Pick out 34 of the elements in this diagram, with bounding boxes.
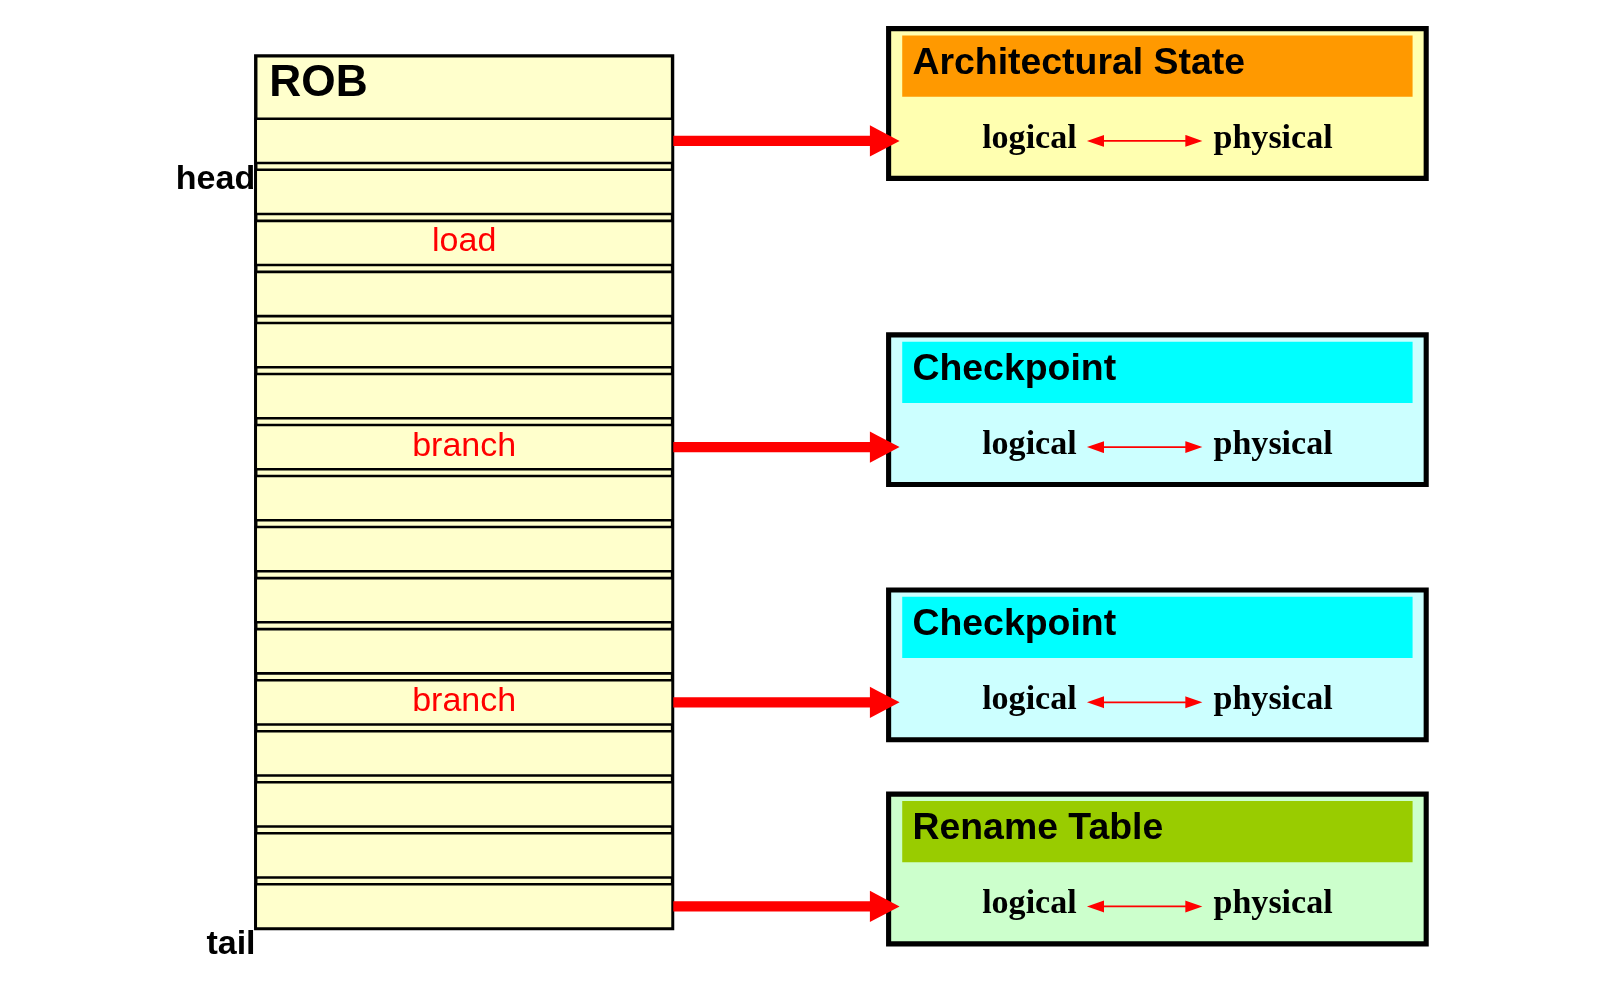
arrow: [672, 431, 900, 463]
node-box: [254, 781, 674, 828]
node-label: head: [175, 157, 255, 196]
node-box: [254, 576, 674, 624]
node-box: [254, 832, 674, 879]
node-text: logical: [981, 679, 1077, 717]
arrow: [672, 125, 900, 157]
arrow: [1086, 696, 1202, 709]
node-box: load: [254, 219, 674, 267]
node-text: physical: [1213, 679, 1333, 717]
node-box: [254, 525, 674, 573]
node-box: [254, 372, 674, 420]
arrow: [1086, 134, 1202, 147]
arrow: [1086, 900, 1202, 913]
node-text: logical: [981, 423, 1077, 461]
node-text: logical: [981, 883, 1077, 921]
node-text: physical: [1213, 117, 1333, 155]
arrow: [672, 686, 900, 718]
node-box: branch: [254, 678, 674, 726]
arrow: [672, 890, 900, 923]
node-text: logical: [981, 117, 1077, 155]
node-box: [254, 168, 674, 216]
node-box: [254, 883, 674, 930]
node-box: [254, 117, 674, 165]
node-text: physical: [1213, 423, 1333, 461]
node-box: [254, 627, 674, 675]
node-box: [254, 321, 674, 369]
node-box: [254, 729, 674, 777]
node-label: tail: [205, 923, 256, 962]
node-box: branch: [254, 423, 674, 471]
node-text: physical: [1213, 883, 1333, 921]
arrow: [1086, 441, 1202, 454]
node-box: [254, 474, 674, 522]
node-box: [254, 270, 674, 318]
